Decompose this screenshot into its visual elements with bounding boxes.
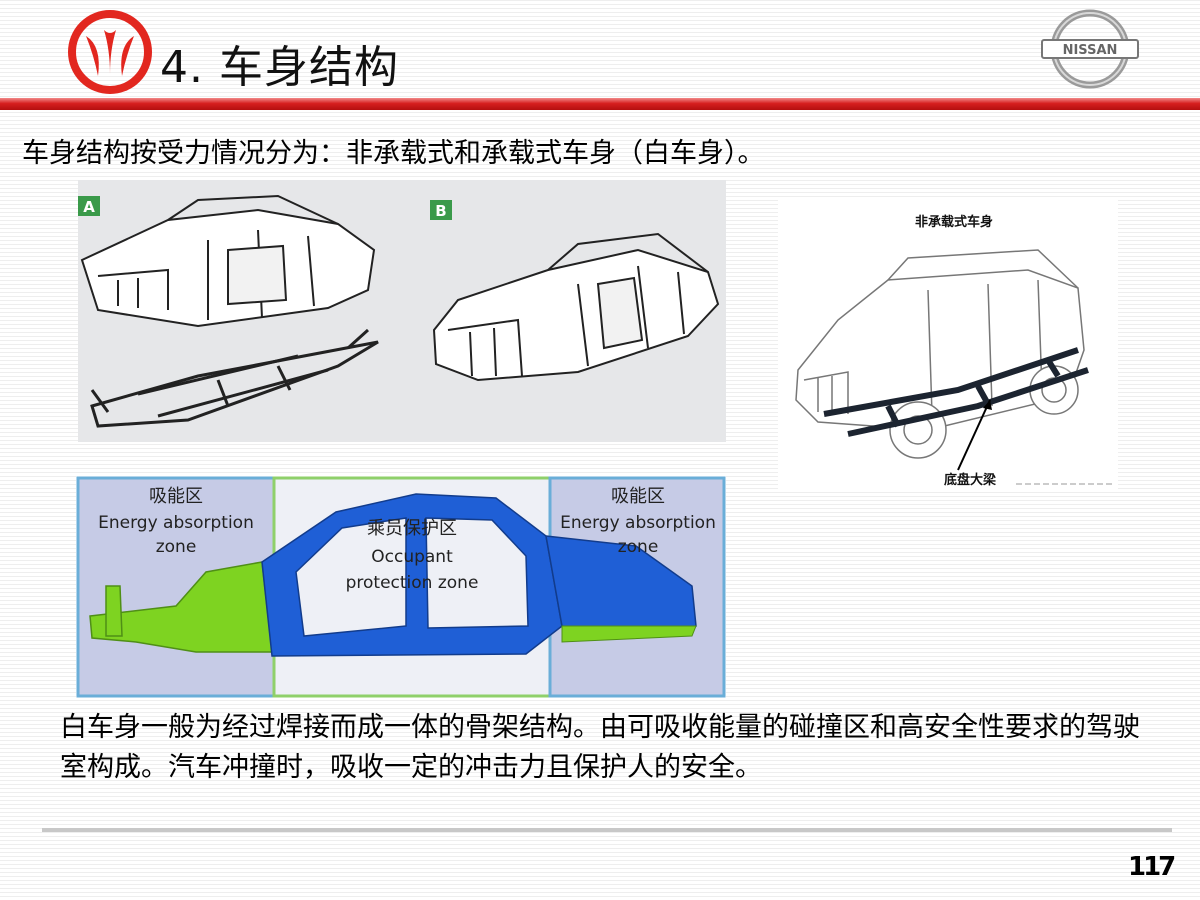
- front-zone-cn-label: 吸能区: [149, 486, 203, 507]
- title-underline: [0, 98, 1200, 110]
- body-type-figure: A B: [78, 180, 726, 442]
- label-a: A: [83, 198, 95, 216]
- label-b: B: [435, 202, 446, 220]
- rear-zone-cn-label: 吸能区: [611, 486, 665, 507]
- rear-zone-en-label-2: zone: [618, 537, 659, 557]
- slide-title: 4. 车身结构: [160, 42, 399, 93]
- car-a-chassis-drawing: [90, 328, 379, 428]
- car-b-body-drawing: [432, 232, 720, 382]
- intro-text: 车身结构按受力情况分为：非承载式和承载式车身（白车身）。: [22, 138, 765, 169]
- non-load-bearing-title: 非承载式车身: [915, 214, 993, 230]
- frame-label: 底盘大梁: [944, 472, 997, 488]
- occupant-zone-en-label-2: protection zone: [346, 573, 479, 593]
- frame-pointer-line: [957, 399, 991, 471]
- label-a-box: [78, 196, 100, 216]
- nissan-logo-text: NISSAN: [1063, 43, 1118, 58]
- footer-divider: [42, 828, 1172, 832]
- occupant-zone-cn-label: 乘员保护区: [367, 518, 457, 539]
- front-zone-en-label-2: zone: [156, 537, 197, 557]
- crash-zone-figure: 吸能区 Energy absorption zone 乘员保护区 Occupan…: [76, 476, 726, 698]
- rear-green-strip: [561, 625, 697, 643]
- nissan-logo: NISSAN: [1041, 9, 1139, 89]
- dongfeng-logo: [68, 10, 152, 94]
- car-a-body-drawing: [80, 194, 376, 328]
- rear-zone-en-label-1: Energy absorption: [560, 513, 716, 533]
- non-load-bearing-figure: 非承载式车身 底盘大梁: [778, 200, 1118, 490]
- suv-drawing: [795, 249, 1085, 459]
- occupant-zone-en-label-1: Occupant: [371, 547, 453, 567]
- frame-pointer-arrow: [983, 400, 992, 410]
- page-number: 117: [1128, 852, 1176, 882]
- chassis-frame-drawing: [823, 347, 1089, 437]
- body-text: 白车身一般为经过焊接而成一体的骨架结构。由可吸收能量的碰撞区和高安全性要求的驾驶…: [60, 712, 1140, 783]
- label-b-box: [430, 200, 452, 220]
- occupant-cage-drawing: [261, 493, 563, 657]
- front-zone-en-label-1: Energy absorption: [98, 513, 254, 533]
